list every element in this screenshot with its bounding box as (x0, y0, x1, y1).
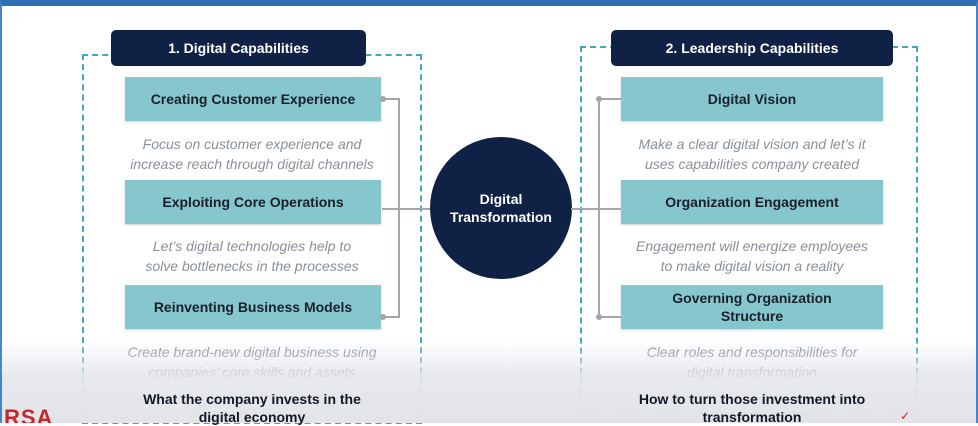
footer-line: transformation (702, 409, 802, 425)
right-header: 2. Leadership Capabilities (611, 30, 893, 66)
left-box-label: Reinventing Business Models (153, 299, 353, 315)
center-label-line: Transformation (450, 209, 552, 225)
description-line: Create brand-new digital business using (127, 344, 377, 360)
description-line: uses capabilities company created (644, 156, 859, 172)
right-box-content: Governing Organization Structure (672, 289, 831, 325)
footer-line: How to turn those investment into (638, 391, 866, 407)
right-description-3: Clear roles and responsibilities for dig… (602, 342, 902, 382)
description-line: Engagement will energize employees (636, 238, 868, 254)
description-line: companies’ core skills and assets (148, 364, 356, 380)
right-connector-dot (596, 314, 602, 320)
footer-line: digital economy (198, 409, 306, 425)
description-line: Clear roles and responsibilities for (646, 344, 858, 360)
left-description-2: Let’s digital technologies help to solve… (102, 236, 402, 276)
left-connector-top (382, 98, 400, 100)
left-box-label: Exploiting Core Operations (162, 194, 344, 210)
center-label-line: Digital (479, 191, 523, 207)
description-line: Focus on customer experience and (142, 136, 362, 152)
right-description-2: Engagement will energize employees to ma… (602, 236, 902, 276)
left-connector-dot (380, 314, 386, 320)
description-line: increase reach through digital channels (130, 156, 374, 172)
description-line: to make digital vision a reality (660, 258, 844, 274)
right-box-governing-structure: Governing Organization Structure (621, 285, 883, 329)
right-box-label: Organization Engagement (665, 194, 839, 210)
left-connector-bottom (382, 316, 400, 318)
right-connector-dot (596, 96, 602, 102)
left-box-customer-experience: Creating Customer Experience (125, 77, 381, 121)
left-connector-middle (382, 208, 431, 210)
right-header-label: 2. Leadership Capabilities (665, 40, 839, 56)
rsa-logo: RSA (4, 407, 54, 423)
description-line: Make a clear digital vision and let’s it (638, 136, 866, 152)
left-box-label: Creating Customer Experience (150, 91, 356, 107)
right-box-label: Structure (720, 308, 784, 324)
corner-mark-icon: ✓ (900, 409, 911, 423)
left-header-label: 1. Digital Capabilities (168, 40, 309, 56)
left-footer: What the company invests in the digital … (102, 390, 402, 426)
left-connector-dot (380, 96, 386, 102)
right-connector-top (598, 98, 621, 100)
right-connector-bottom (598, 316, 621, 318)
right-box-content: Digital Vision (708, 90, 796, 108)
left-description-1: Focus on customer experience and increas… (102, 134, 402, 174)
right-connector-middle (571, 208, 621, 210)
description-line: Let’s digital technologies help to (152, 238, 352, 254)
left-box-business-models: Reinventing Business Models (125, 285, 381, 329)
left-box-core-operations: Exploiting Core Operations (125, 180, 381, 224)
right-box-digital-vision: Digital Vision (621, 77, 883, 121)
center-circle: Digital Transformation (430, 137, 572, 279)
left-header: 1. Digital Capabilities (111, 30, 366, 66)
footer-line: What the company invests in the (143, 391, 361, 407)
description-line: solve bottlenecks in the processes (145, 258, 359, 274)
description-line: digital transformation (687, 364, 817, 380)
right-box-label: Governing Organization (672, 290, 832, 306)
right-box-label: Digital Vision (707, 91, 797, 107)
left-description-3: Create brand-new digital business using … (102, 342, 402, 382)
right-box-organization-engagement: Organization Engagement (621, 180, 883, 224)
center-label: Digital Transformation (441, 190, 561, 226)
right-footer: How to turn those investment into transf… (602, 390, 902, 426)
right-description-1: Make a clear digital vision and let’s it… (602, 134, 902, 174)
right-box-content: Organization Engagement (665, 193, 838, 211)
